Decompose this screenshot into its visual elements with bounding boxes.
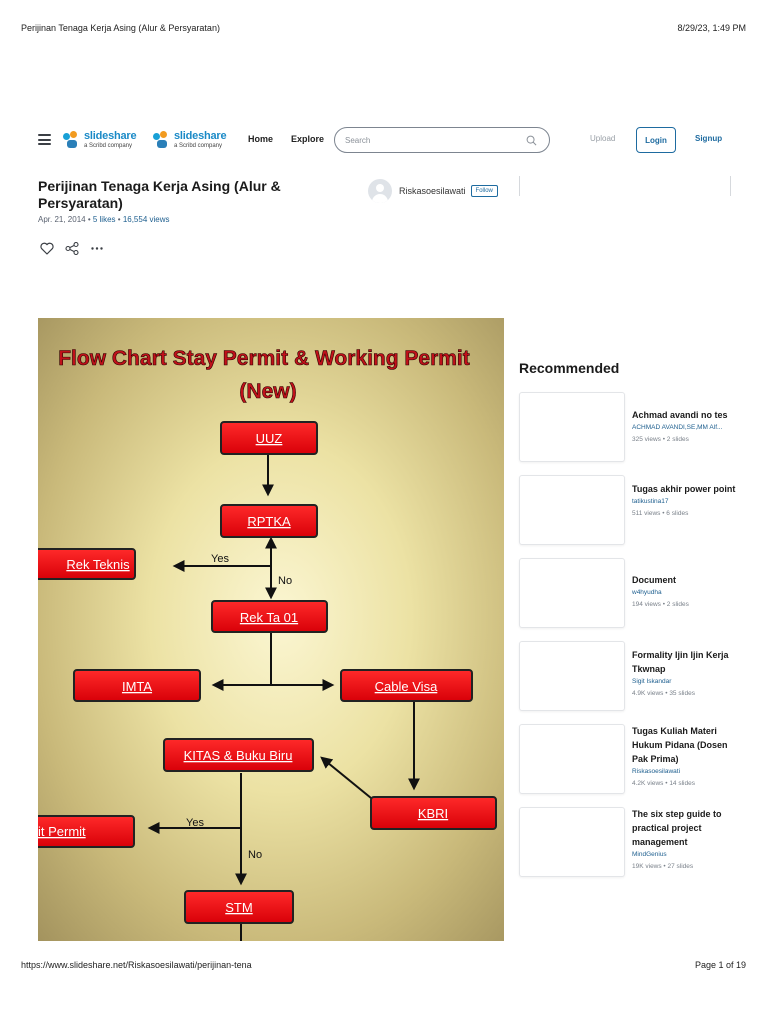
avatar-icon[interactable] [368,179,392,203]
flow-box-rek-teknis [38,548,136,580]
nav-home-link[interactable]: Home [248,134,274,144]
flow-label-rptka: RPTKA [247,514,291,529]
recommended-item[interactable]: Document w4hyudha 194 views • 2 slides [519,558,739,628]
recommended-stats: 19K views • 27 slides [632,863,694,870]
recommended-stats: 511 views • 6 slides [632,510,689,517]
recommended-title[interactable]: Achmad avandi no tes [632,410,728,420]
recommended-heading: Recommended [519,360,620,376]
print-footer-page: Page 1 of 19 [694,960,746,970]
author-block: Riskasoesilawati Follow [368,178,498,204]
flow-label-rek-ta01: Rek Ta 01 [240,610,298,625]
recommended-author[interactable]: w4hyudha [632,589,662,596]
print-header: Perijinan Tenaga Kerja Asing (Alur & Per… [21,23,746,35]
document-meta: Apr. 21, 2014 • 5 likes • 16,554 views [38,215,170,224]
recommended-author[interactable]: MindGenius [632,851,667,858]
flow-box-uuz [220,421,318,455]
document-title: Perijinan Tenaga Kerja Asing (Alur & Per… [38,178,281,211]
document-date: Apr. 21, 2014 [38,215,86,224]
author-name[interactable]: Riskasoesilawati [399,186,466,196]
flow-label-imta: IMTA [122,679,152,694]
flow-label-stm: STM [225,900,252,915]
flow-box-rptka [220,504,318,538]
recommended-stats: 4.9K views • 35 slides [632,690,695,697]
document-views: 16,554 views [122,215,170,224]
recommended-item[interactable]: Tugas akhir power point tatikustina17 51… [519,475,739,545]
recommended-thumbnail[interactable] [519,807,625,877]
slideshare-logo-icon [63,131,81,149]
top-navbar: slideshare a Scribd company slideshare a… [38,124,730,156]
recommended-author[interactable]: Sigit Iskandar [632,678,672,685]
slide-title-line2: (New) [239,380,296,403]
document-actions [40,241,115,255]
logo-tagline: a Scribd company [84,143,133,149]
flow-box-rek-ta01 [211,600,328,633]
flow-label-kbri: KBRI [418,806,448,821]
search-box[interactable] [334,127,550,153]
recommended-author[interactable]: tatikustina17 [632,498,669,505]
slideshare-logo-secondary[interactable]: slideshare a Scribd company [153,128,227,152]
recommended-thumbnail[interactable] [519,641,625,711]
logo-tagline: a Scribd company [174,143,223,149]
flowchart-diagram: Flow Chart Stay Permit & Working Permit … [38,347,497,941]
flow-box-kitas [163,738,314,772]
flow-label-rek-teknis: Rek Teknis [66,557,130,572]
search-input[interactable] [345,134,515,147]
recommended-thumbnail[interactable] [519,475,625,545]
share-icon[interactable] [65,241,79,255]
recommended-title[interactable]: Formality Ijin Ijin Kerja Tkwnap [632,650,729,674]
slideshare-logo[interactable]: slideshare a Scribd company [63,128,137,152]
print-footer: https://www.slideshare.net/Riskasoesilaw… [21,960,746,972]
slide-viewer[interactable]: Flow Chart Stay Permit & Working Permit … [38,318,504,941]
print-footer-url: https://www.slideshare.net/Riskasoesilaw… [21,960,252,970]
flow-box-stm [184,890,294,924]
recommended-thumbnail[interactable] [519,558,625,628]
search-icon[interactable] [526,135,537,146]
label-yes: Yes [211,553,229,565]
print-header-title: Perijinan Tenaga Kerja Asing (Alur & Per… [21,23,220,33]
recommended-item[interactable]: Formality Ijin Ijin Kerja Tkwnap Sigit I… [519,641,739,711]
recommended-thumbnail[interactable] [519,392,625,462]
sidebar-divider [730,176,731,196]
document-likes[interactable]: 5 likes [92,215,116,224]
arrow-kbri-kitas [320,756,372,799]
more-icon[interactable] [90,242,104,255]
flow-label-kitas: KITAS & Buku Biru [184,748,293,763]
flow-box-cable-visa [340,669,473,702]
recommended-item[interactable]: The six step guide to practical project … [519,807,739,877]
signup-link[interactable]: Signup [695,134,723,143]
flow-label-exit-permit: it Permit [38,824,86,839]
logo-word: slideshare [84,130,137,142]
recommended-item[interactable]: Tugas Kuliah Materi Hukum Pidana (Dosen … [519,724,739,794]
flow-box-imta [73,669,201,702]
recommended-author[interactable]: Riskasoesilawati [632,768,681,775]
recommended-title[interactable]: Tugas Kuliah Materi Hukum Pidana (Dosen … [632,726,728,764]
flow-box-exit-permit [38,815,135,848]
recommended-thumbnail[interactable] [519,724,625,794]
slideshare-logo-icon [153,131,171,149]
flow-label-cable-visa: Cable Visa [375,679,438,694]
label-no: No [248,849,262,861]
logo-word: slideshare [174,130,227,142]
recommended-title[interactable]: The six step guide to practical project … [632,809,722,847]
recommended-stats: 4.2K views • 14 slides [632,780,695,787]
slide-title-line1: Flow Chart Stay Permit & Working Permit [58,347,470,370]
hamburger-icon[interactable] [38,134,51,145]
recommended-title[interactable]: Document [632,575,677,585]
flow-box-kbri [370,796,497,830]
recommended-stats: 194 views • 2 slides [632,601,689,608]
recommended-title[interactable]: Tugas akhir power point [632,484,736,494]
heart-icon[interactable] [40,242,54,255]
flow-label-uuz: UUZ [256,431,283,446]
recommended-author[interactable]: ACHMAD AVANDI,SE,MM Alf... [632,424,723,431]
sidebar-divider [519,176,520,196]
login-button[interactable]: Login [636,127,676,153]
nav-explore-link[interactable]: Explore [291,134,325,144]
print-header-datetime: 8/29/23, 1:49 PM [677,23,746,33]
follow-button[interactable]: Follow [470,185,498,197]
recommended-stats: 325 views • 2 slides [632,436,689,443]
label-yes: Yes [186,817,204,829]
upload-link[interactable]: Upload [590,134,616,143]
recommended-item[interactable]: Achmad avandi no tes ACHMAD AVANDI,SE,MM… [519,392,739,462]
label-no: No [278,575,292,587]
